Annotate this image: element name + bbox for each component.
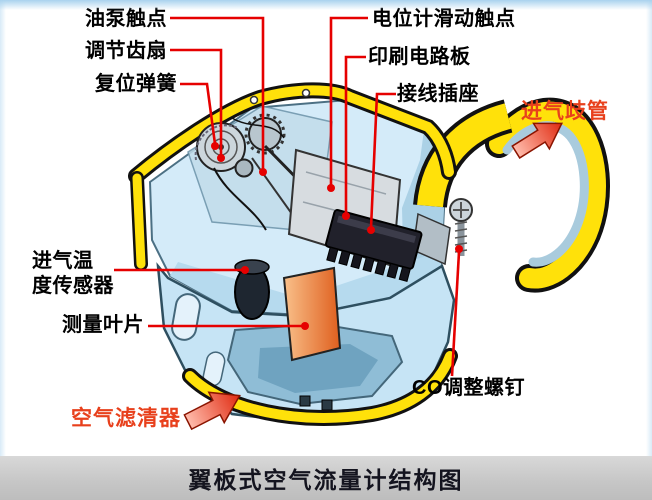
label-co-adjusting-screw: CO调整螺钉 [412, 377, 525, 399]
label-intake-manifold: 进气歧管 [521, 100, 609, 123]
label-oil-pump-contact: 油泵触点 [85, 8, 167, 30]
intake-temp-sensor-part [234, 259, 270, 320]
intake-manifold-arrow-icon [511, 122, 563, 159]
caption-bar: 翼板式空气流量计结构图 [0, 456, 652, 500]
leader-lines [114, 16, 463, 377]
label-terminal-socket: 接线插座 [397, 83, 479, 105]
label-adjusting-gear-sector: 调节齿扇 [85, 40, 167, 62]
housing-rim [128, 82, 457, 271]
label-air-cleaner: 空气滤清器 [71, 407, 181, 430]
page-frame-top [0, 0, 652, 10]
label-return-spring: 复位弹簧 [95, 73, 177, 95]
figure-caption: 翼板式空气流量计结构图 [188, 467, 464, 493]
measuring-vane-part [282, 266, 342, 362]
page-frame-right [646, 0, 652, 456]
intake-duct [413, 99, 513, 209]
air-cleaner-arrow-icon [183, 391, 241, 431]
label-printed-circuit-board: 印刷电路板 [368, 46, 471, 68]
page-frame-left [0, 0, 6, 456]
label-intake-temp-sensor: 进气温 度传感器 [32, 250, 114, 297]
label-measuring-vane: 测量叶片 [62, 314, 144, 336]
label-potentiometer-contact: 电位计滑动触点 [372, 8, 516, 30]
